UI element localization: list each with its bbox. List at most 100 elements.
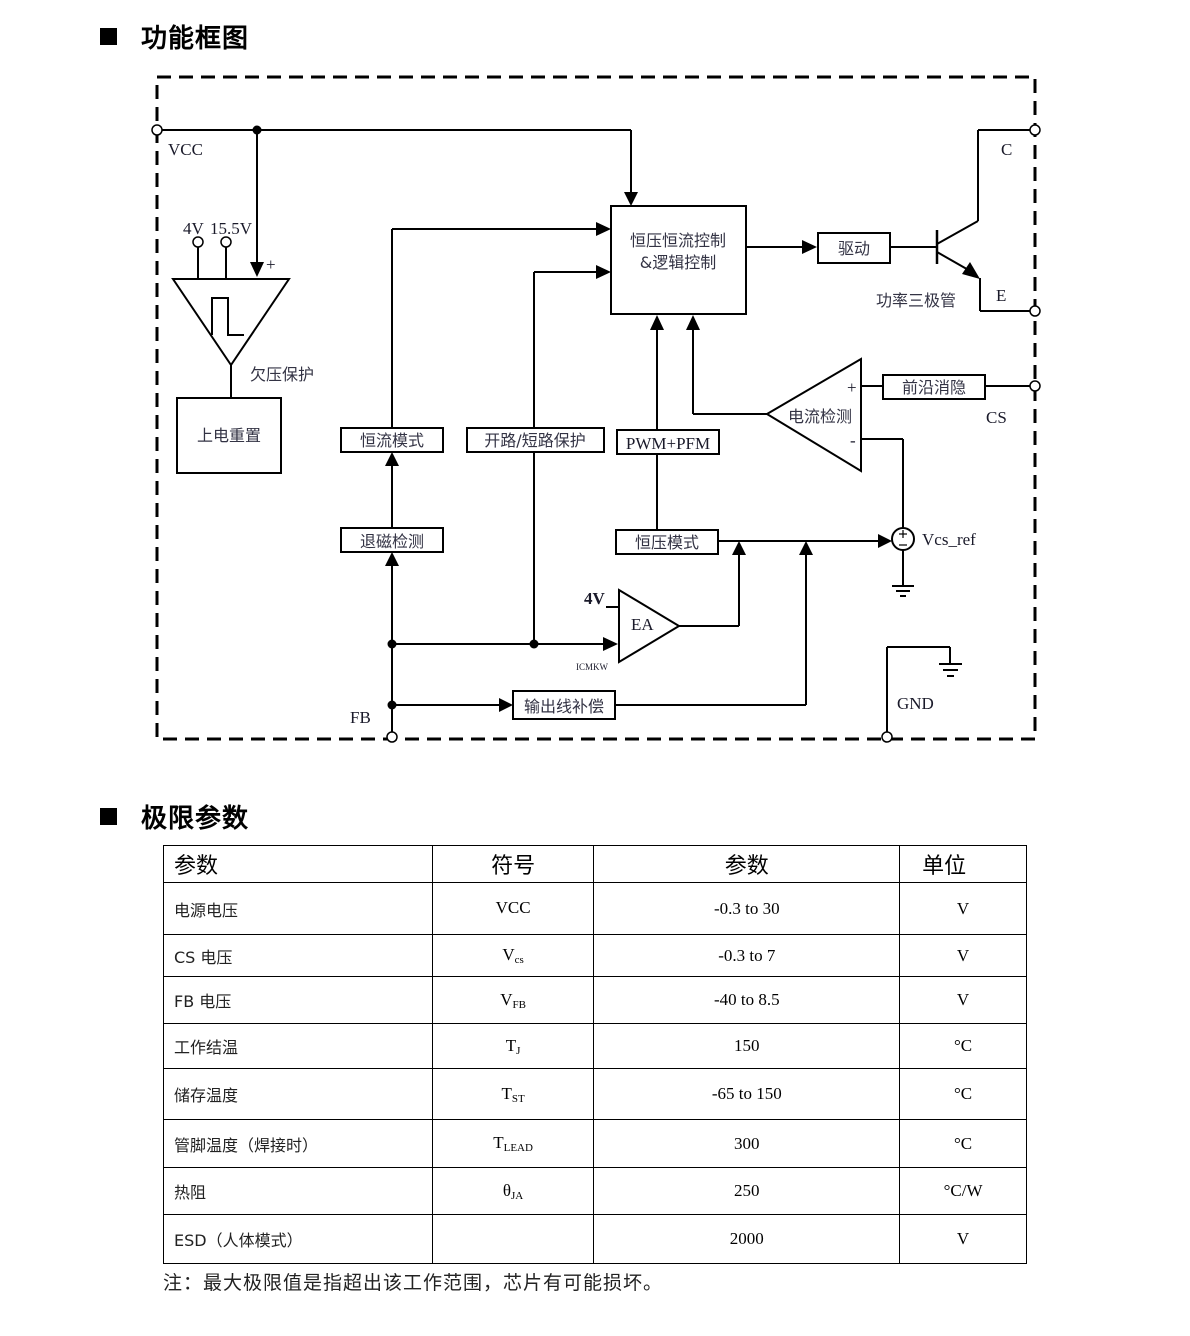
cell-symbol: TLEAD [431, 1119, 595, 1168]
header-symbol: 符号 [431, 845, 595, 883]
pwm-pfm-block [616, 429, 720, 455]
cell-param: 管脚温度（焊接时） [163, 1119, 433, 1168]
driver-block [817, 232, 891, 264]
cell-value: -65 to 150 [593, 1068, 901, 1120]
header-unit: 单位 [899, 845, 1027, 883]
cc-mode-block [340, 427, 444, 453]
square-bullet-icon [100, 808, 117, 825]
ea-label: EA [631, 615, 654, 634]
cs-pin [1029, 380, 1041, 392]
cell-symbol: VFB [431, 976, 595, 1024]
symbol-main: T [505, 1035, 517, 1055]
e-pin-label: E [996, 286, 1006, 305]
cv-mode-label: 恒压模式 [635, 533, 699, 552]
header-param: 参数 [163, 845, 433, 883]
symbol-main: T [493, 1133, 504, 1152]
symbol-subscript: LEAD [503, 1142, 533, 1154]
header-value: 参数 [593, 845, 901, 883]
vcc-net [157, 125, 638, 277]
control-logic-block [610, 205, 747, 315]
cell-param: FB 电压 [163, 976, 433, 1024]
control-label-line1: 恒压恒流控制 [630, 231, 726, 250]
symbol-main: θ [502, 1180, 512, 1200]
power-on-reset-label: 上电重置 [197, 426, 261, 445]
table-header-row: 参数 符号 参数 单位 [163, 845, 1027, 883]
cell-value: -40 to 8.5 [593, 976, 901, 1024]
symbol-main: V [502, 945, 515, 964]
symbol-subscript: cs [514, 954, 524, 966]
cell-param: 电源电压 [163, 882, 433, 935]
cell-param: 热阻 [163, 1167, 433, 1215]
demag-detect-label: 退磁检测 [360, 532, 424, 551]
hysteresis-icon [211, 297, 244, 336]
vcc-pin-label: VCC [168, 140, 203, 159]
cell-value: -0.3 to 30 [593, 882, 901, 935]
current-sense-label: 电流检测 [788, 407, 852, 426]
e-pin [1029, 305, 1041, 317]
cell-value: 2000 [593, 1214, 901, 1264]
symbol-subscript: FB [512, 998, 526, 1011]
gnd-pin-label: GND [897, 694, 934, 713]
transistor-label: 功率三极管 [876, 291, 956, 310]
chip-boundary [155, 75, 1037, 741]
cell-value: -0.3 to 7 [593, 934, 901, 977]
vcs-ref-label: Vcs_ref [922, 530, 976, 549]
ground-icon [892, 585, 914, 597]
control-label-line2: &逻辑控制 [640, 253, 716, 272]
section-title-text: 功能框图 [141, 24, 250, 54]
uvlo-threshold-low: 4V [183, 219, 205, 238]
cell-unit: °C [899, 1023, 1027, 1069]
c-pin-label: C [1001, 140, 1012, 159]
uvlo-plus-sign: + [266, 255, 276, 274]
leading-edge-blanking-label: 前沿消隐 [902, 378, 966, 397]
cell-unit: °C [899, 1119, 1027, 1168]
symbol-main: V [500, 989, 513, 1009]
section-title-block-diagram: 功能框图 [100, 18, 249, 55]
cell-unit: V [899, 934, 1027, 977]
cs-plus-sign: + [847, 378, 857, 397]
fb-pin-label: FB [350, 708, 371, 727]
uvlo-label: 欠压保护 [250, 365, 314, 384]
line-compensation-label: 输出线补偿 [524, 697, 604, 716]
cell-value: 250 [593, 1167, 901, 1215]
ea-ref-label: 4V [584, 589, 606, 608]
pwm-pfm-label: PWM+PFM [626, 434, 710, 453]
gnd-symbol-icon [939, 663, 962, 677]
cc-mode-label: 恒流模式 [360, 431, 424, 450]
symbol-main: VCC [495, 898, 531, 917]
vcc-pin [151, 124, 163, 136]
c-pin [1029, 124, 1041, 136]
fb-pin [386, 731, 398, 743]
symbol-subscript: JA [511, 1189, 524, 1202]
cs-minus-sign: - [850, 431, 856, 450]
leading-edge-blanking-block [882, 374, 986, 400]
symbol-subscript: J [516, 1044, 521, 1057]
gnd-pin [881, 731, 893, 743]
open-short-protect-block [466, 427, 605, 453]
section-title-abs-max: 极限参数 [100, 798, 249, 835]
table-note: 注：最大极限值是指超出该工作范围，芯片有可能损坏。 [163, 1272, 664, 1294]
cell-unit: V [899, 882, 1027, 935]
cell-param: 储存温度 [163, 1068, 433, 1120]
cell-symbol [431, 1214, 595, 1264]
cell-symbol: TST [431, 1068, 595, 1120]
cell-symbol: VCC [431, 882, 595, 935]
cell-param: ESD（人体模式） [163, 1214, 433, 1264]
cell-symbol: Vcs [431, 934, 595, 977]
power-transistor-symbol [935, 129, 1035, 312]
cell-unit: V [899, 1214, 1027, 1264]
driver-label: 驱动 [838, 239, 870, 258]
open-short-protect-label: 开路/短路保护 [484, 431, 585, 450]
cell-symbol: TJ [431, 1023, 595, 1069]
cell-unit: °C [899, 1068, 1027, 1120]
cell-unit: °C/W [899, 1167, 1027, 1215]
functional-block-diagram: VCC 4V 15.5V + 欠压保护 上电重置 恒压恒流控制 &逻辑控制 驱动… [151, 75, 1041, 743]
table-row: 热阻 θJA 250°C/W [163, 1167, 1027, 1215]
